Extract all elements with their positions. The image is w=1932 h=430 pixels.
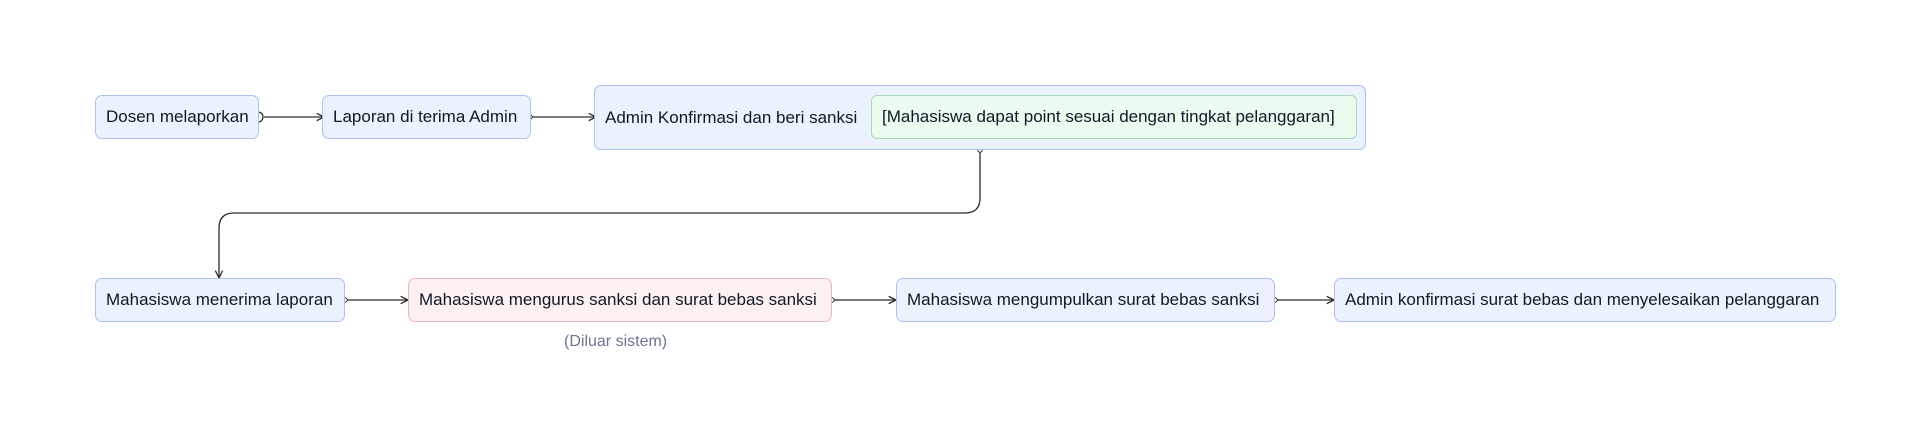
node-admin-konfirmasi-surat-bebas[interactable]: Admin konfirmasi surat bebas dan menyele…: [1334, 278, 1836, 322]
node-label: Admin Konfirmasi dan beri sanksi: [605, 107, 858, 127]
node-label: Mahasiswa menerima laporan: [106, 290, 333, 309]
node-admin-konfirmasi-sanksi[interactable]: Admin Konfirmasi dan beri sanksi [Mahasi…: [594, 85, 1366, 150]
node-mahasiswa-mengumpulkan-surat[interactable]: Mahasiswa mengumpulkan surat bebas sanks…: [896, 278, 1275, 322]
node-label: Dosen melaporkan: [106, 107, 249, 126]
node-label: Mahasiswa mengurus sanksi dan surat beba…: [419, 290, 817, 309]
node-label: Laporan di terima Admin: [333, 107, 518, 126]
edge-konfirmasi-to-menerima: [219, 150, 981, 278]
node-detail-label: [Mahasiswa dapat point sesuai dengan tin…: [882, 107, 1335, 126]
node-detail-point-pelanggaran[interactable]: [Mahasiswa dapat point sesuai dengan tin…: [871, 95, 1357, 139]
node-label: Admin konfirmasi surat bebas dan menyele…: [1345, 290, 1820, 309]
node-mahasiswa-mengurus-sanksi[interactable]: Mahasiswa mengurus sanksi dan surat beba…: [408, 278, 832, 322]
node-laporan-diterima-admin[interactable]: Laporan di terima Admin: [322, 95, 531, 139]
note-diluar-sistem: (Diluar sistem): [564, 333, 668, 350]
node-label: Mahasiswa mengumpulkan surat bebas sanks…: [907, 290, 1260, 309]
node-mahasiswa-menerima-laporan[interactable]: Mahasiswa menerima laporan: [95, 278, 345, 322]
node-dosen-melaporkan[interactable]: Dosen melaporkan: [95, 95, 259, 139]
